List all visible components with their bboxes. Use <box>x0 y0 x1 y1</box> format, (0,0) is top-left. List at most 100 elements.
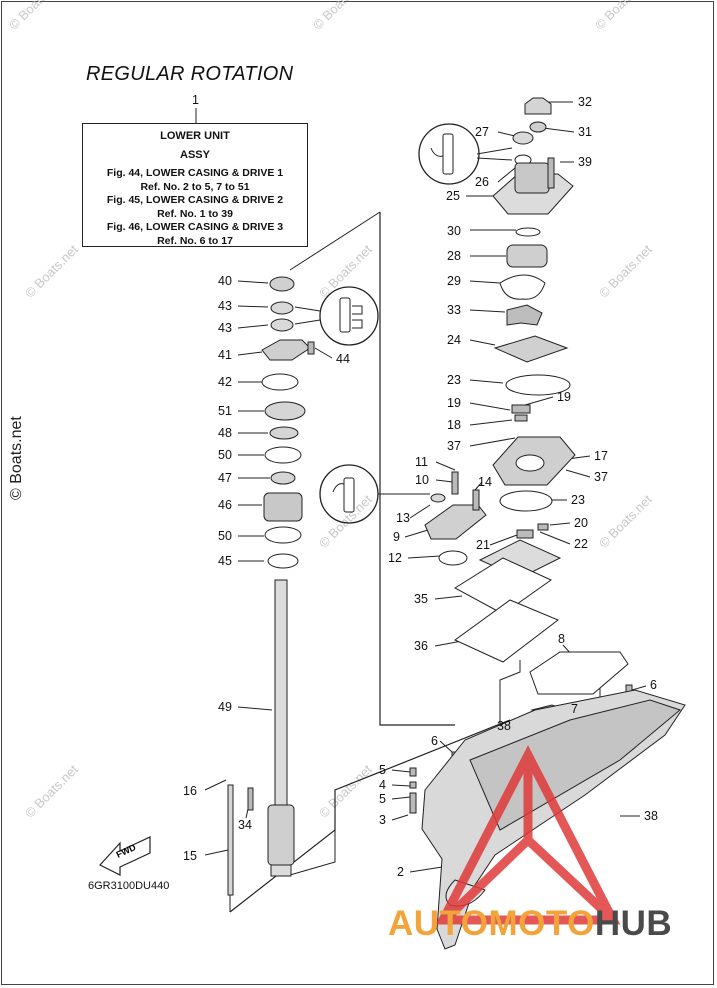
collar-part <box>270 471 296 485</box>
guide-line <box>289 211 381 271</box>
part-number-label: 38 <box>644 809 658 823</box>
leader-line <box>469 419 513 426</box>
part-number-label: 40 <box>218 274 232 288</box>
drive-shaft-part <box>267 804 295 866</box>
part-number-label: 34 <box>238 818 252 832</box>
thrust-washer-part <box>264 526 302 544</box>
leader-line <box>404 529 429 538</box>
part-number-label: 21 <box>476 538 490 552</box>
leader-line <box>391 784 411 787</box>
part-number-label: 13 <box>396 511 410 525</box>
seal-detail-section <box>343 477 355 513</box>
detail-callout-circle <box>319 286 379 346</box>
diagram-code: 6GR3100DU440 <box>88 880 170 892</box>
leader-line <box>549 522 571 526</box>
ref-box-line: Ref. No. 6 to 17 <box>157 234 233 247</box>
part-number-label: 24 <box>447 333 461 347</box>
leader-line <box>314 347 333 359</box>
part-number-label: 17 <box>594 449 608 463</box>
grommet-part <box>524 97 552 115</box>
part-number-label: 30 <box>447 224 461 238</box>
automotohub-logo: AUTOMOTOHUB <box>388 904 672 944</box>
washer-part <box>409 781 417 789</box>
bolt-part <box>547 157 555 189</box>
part-number-label: 3 <box>379 813 386 827</box>
part-number-label: 23 <box>571 493 585 507</box>
ref-box-line: Fig. 45, LOWER CASING & DRIVE 2 <box>106 194 284 206</box>
leader-line <box>439 740 453 753</box>
leader-line <box>539 531 571 545</box>
gasket-part <box>454 557 552 615</box>
leader-line <box>237 305 269 308</box>
sleeve-part <box>264 401 306 421</box>
part-number-label: 48 <box>218 426 232 440</box>
logo-triangle-icon <box>435 745 621 925</box>
lower-casing-part <box>469 699 682 831</box>
leader-line <box>474 481 483 491</box>
pin-part <box>307 341 315 355</box>
detail-callout-circle <box>418 123 480 185</box>
o-ring-part <box>499 490 553 512</box>
leader-line <box>524 396 554 406</box>
part-number-label: 43 <box>218 299 232 313</box>
shift-rod-part <box>227 784 234 896</box>
part-number-label: 39 <box>578 155 592 169</box>
leader-line <box>469 437 516 447</box>
logo-text-part1: AUTOMOTO <box>388 904 595 943</box>
part-number-label: 35 <box>414 592 428 606</box>
part-number-label: 7 <box>571 702 578 716</box>
part-number-label: 1 <box>192 93 199 107</box>
bolt-part <box>472 489 480 511</box>
pump-case-part <box>424 504 487 540</box>
part-number-label: 20 <box>574 516 588 530</box>
outer-plate-part <box>493 335 569 363</box>
leader-line <box>409 504 431 519</box>
shim-part <box>269 426 299 440</box>
ref-box-line: Fig. 44, LOWER CASING & DRIVE 1 <box>106 167 284 179</box>
ref-box-line: Ref. No. 1 to 39 <box>157 207 233 220</box>
part-number-label: 19 <box>447 396 461 410</box>
part-number-label: 33 <box>447 303 461 317</box>
part-number-label: 5 <box>379 763 386 777</box>
seal-part <box>430 493 446 503</box>
part-number-label: 15 <box>183 849 197 863</box>
part-number-label: 16 <box>183 784 197 798</box>
leader-line <box>469 402 511 411</box>
bolt-part <box>451 471 459 495</box>
guide-line <box>289 790 336 876</box>
oil-seal-housing-part <box>261 339 311 361</box>
part-number-label: 22 <box>574 537 588 551</box>
leader-line <box>294 306 321 312</box>
part-number-label: 38 <box>497 719 511 733</box>
bushing-part <box>269 276 295 292</box>
leader-line <box>294 319 321 325</box>
leader-line <box>476 147 513 155</box>
ref-box-line: ASSY <box>180 148 210 161</box>
part-number-label: 12 <box>388 551 402 565</box>
part-number-label: 14 <box>478 475 492 489</box>
leader-line <box>391 796 411 800</box>
leader-line <box>237 351 263 356</box>
part-number-label: 41 <box>218 348 232 362</box>
part-number-label: 2 <box>397 865 404 879</box>
part-number-label: 31 <box>578 125 592 139</box>
part-number-label: 25 <box>446 189 460 203</box>
thrust-washer-part <box>264 446 302 464</box>
leader-line <box>391 814 409 821</box>
part-number-label: 4 <box>379 778 386 792</box>
part-number-label: 50 <box>218 448 232 462</box>
oil-seal-part <box>270 318 294 332</box>
guide-line <box>379 212 455 726</box>
part-number-label: 43 <box>218 321 232 335</box>
leader-line <box>497 131 516 137</box>
part-number-label: 10 <box>415 473 429 487</box>
screw-part <box>409 767 417 777</box>
seal-detail-section <box>339 297 351 333</box>
leader-line <box>434 595 463 600</box>
part-number-label: 44 <box>336 352 350 366</box>
pin-part <box>511 404 531 414</box>
part-number-label: 5 <box>379 792 386 806</box>
part-number-label: 19 <box>557 390 571 404</box>
part-number-label: 6 <box>650 678 657 692</box>
leader-line <box>435 461 456 471</box>
